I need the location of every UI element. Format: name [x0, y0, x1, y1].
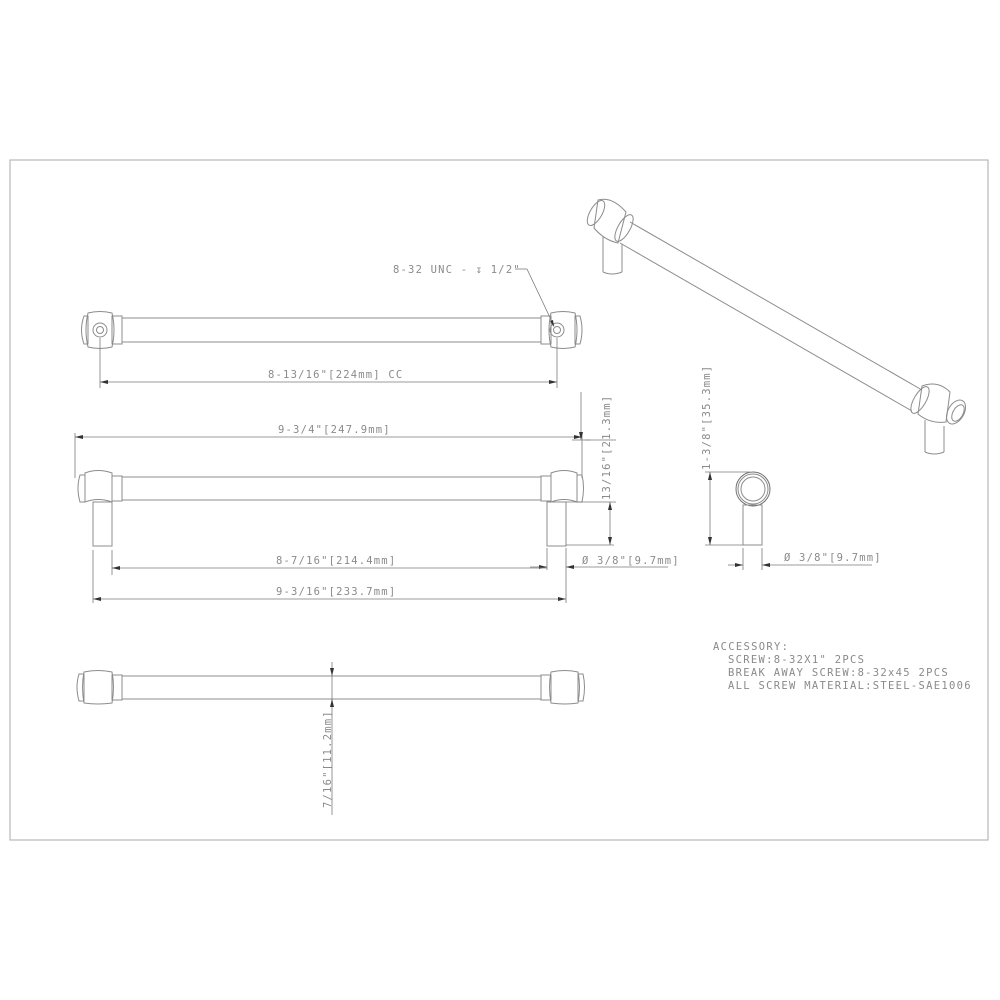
- accessory-title: ACCESSORY:: [713, 641, 789, 653]
- height-label: 13/16"[21.3mm]: [601, 395, 613, 500]
- bar-thickness-label: 7/16"[11.2mm]: [322, 710, 334, 808]
- drawing-frame: [9, 159, 989, 841]
- side-bar-section: [735, 471, 771, 507]
- post-diameter-label: Ø 3/8"[9.7mm]: [582, 555, 680, 567]
- accessory-line: ALL SCREW MATERIAL:STEEL-SAE1006: [728, 680, 972, 692]
- cc-dimension-label: 8-13/16"[224mm] CC: [268, 369, 403, 381]
- accessory-line: BREAK AWAY SCREW:8-32x45 2PCS: [728, 667, 949, 679]
- projection-label: 1-3/8"[35.3mm]: [701, 365, 713, 470]
- side-view: 1-3/8"[35.3mm] Ø 3/8"[9.7mm]: [701, 365, 882, 570]
- isometric-view: [586, 198, 966, 455]
- top-view: 8-32 UNC - ↧ 1/2" 8-13/16"[224mm] CC: [81, 264, 583, 388]
- overall-length-label: 9-3/4"[247.9mm]: [278, 424, 391, 436]
- left-post: [92, 501, 113, 547]
- inner-post-span-label: 8-7/16"[214.4mm]: [276, 555, 396, 567]
- accessory-line: SCREW:8-32X1" 2PCS: [728, 654, 865, 666]
- thread-callout-label: 8-32 UNC - ↧ 1/2": [393, 264, 521, 276]
- bottom-view: 7/16"[11.2mm]: [76, 662, 585, 815]
- screw-hole-left: [92, 322, 108, 338]
- front-view: 9-3/4"[247.9mm] 13/16"[21.3mm]: [74, 392, 680, 603]
- right-post: [546, 501, 567, 547]
- side-post-diameter-label: Ø 3/8"[9.7mm]: [784, 552, 882, 564]
- screw-hole-right: [549, 322, 565, 338]
- outer-post-span-label: 9-3/16"[233.7mm]: [276, 586, 396, 598]
- accessory-note: ACCESSORY: SCREW:8-32X1" 2PCS BREAK AWAY…: [713, 641, 972, 692]
